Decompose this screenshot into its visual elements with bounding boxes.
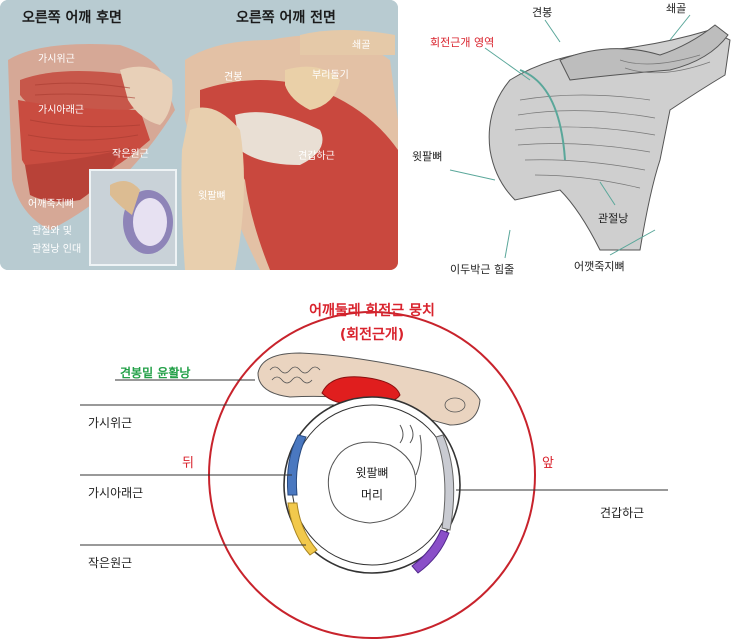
- label-humerus-front: 윗팔뼈: [198, 190, 226, 202]
- label-humeral-head-2: 머리: [361, 488, 383, 502]
- coracoid-shape: [285, 66, 340, 110]
- label-front: 앞: [542, 456, 554, 471]
- label-teres-minor: 작은원근: [88, 556, 132, 570]
- label-infraspinatus: 가시아래근: [88, 486, 143, 500]
- posterior-humeral-head-shape: [120, 66, 173, 125]
- subscapularis-grey-band: [435, 434, 455, 531]
- sketch-label-acromion: 견봉: [532, 6, 552, 19]
- sketch-label-clavicle: 쇄골: [666, 2, 686, 15]
- label-scapula-back: 어깨죽지뼈: [28, 198, 74, 210]
- shoulder-anatomy-illustration: 오른쪽 어깨 후면 오른쪽 어깨 전면 가시위근 가시아래근 작은원근 어깨죽지…: [0, 0, 398, 270]
- acromion-texture: [269, 366, 466, 413]
- label-coracoid: 부리돌기: [312, 69, 349, 81]
- label-joint-capsule-1: 관절와 및: [32, 224, 72, 237]
- shoulder-sketch-drawing: [449, 14, 731, 259]
- label-humeral-head-1: 윗팔뼈: [355, 465, 388, 480]
- subscapularis-band: [411, 529, 450, 574]
- supraspinatus-muscle-shape: [20, 71, 150, 116]
- sketch-label-biceps-tendon: 이두박근 힘줄: [450, 263, 514, 276]
- cross-section-labels-layer: 어깨둘레 회전근 뭉치 (회전근개) 견봉밑 윤활낭 가시위근 가시아래근 작은…: [88, 302, 644, 570]
- shoulder-sketch: 견봉 쇄골 회전근개 영역 윗팔뼈 관절낭 이두박근 힘줄 어깻죽지뼈: [410, 0, 738, 280]
- cross-leader-lines: [80, 379, 668, 546]
- rotator-cuff-region-line: [519, 69, 566, 161]
- label-supraspinatus: 가시위근: [38, 52, 75, 65]
- cross-title: 어깨둘레 회전근 뭉치: [309, 302, 435, 319]
- humeral-head-detail: [399, 424, 422, 476]
- sketch-label-joint-capsule: 관절낭: [598, 212, 628, 225]
- humeral-head-outer: [283, 396, 461, 574]
- label-acromion-front: 견봉: [224, 71, 242, 83]
- sketch-label-rotator-cuff: 회전근개 영역: [430, 36, 494, 49]
- teres-minor-band: [287, 502, 318, 556]
- infraspinatus-band: [287, 434, 307, 496]
- label-subscapularis-front: 견갑하근: [298, 149, 335, 162]
- anatomy-labels-layer: 오른쪽 어깨 후면 오른쪽 어깨 전면 가시위근 가시아래근 작은원근 어깨죽지…: [22, 9, 370, 255]
- sketch-label-humerus: 윗팔뼈: [412, 150, 442, 163]
- label-infraspinatus: 가시아래근: [38, 104, 84, 116]
- label-back: 뒤: [182, 456, 194, 471]
- sketch-labels-layer: 견봉 쇄골 회전근개 영역 윗팔뼈 관절낭 이두박근 힘줄 어깻죽지뼈: [412, 2, 686, 276]
- teres-minor-muscle-shape: [25, 150, 120, 202]
- cross-section-drawing: [80, 311, 668, 639]
- humeral-head-contour: [327, 441, 417, 524]
- label-subscapularis: 견갑하근: [600, 506, 644, 520]
- glenoid-cavity-shape: [133, 198, 167, 246]
- label-joint-capsule-2: 관절낭 인대: [32, 242, 81, 255]
- sketch-hatching: [514, 54, 711, 189]
- label-bursa: 견봉밑 윤활낭: [120, 365, 190, 380]
- sketch-clavicle-shape: [559, 24, 729, 81]
- muscle-fibres: [27, 82, 141, 155]
- sketch-leader-lines: [449, 14, 691, 259]
- sketch-label-scapula: 어깻죽지뼈: [574, 260, 625, 273]
- anterior-tendon-shape: [235, 112, 323, 165]
- label-teres-minor: 작은원근: [112, 148, 149, 160]
- inset-bone-shape: [110, 181, 140, 215]
- shoulder-anatomy-drawing: [0, 0, 398, 270]
- anterior-humerus-shape: [181, 107, 244, 270]
- clavicle-shape: [300, 30, 395, 55]
- heading-back: 오른쪽 어깨 후면: [22, 9, 122, 26]
- label-clavicle-front: 쇄골: [352, 39, 370, 51]
- cross-subtitle: (회전근개): [340, 326, 404, 343]
- heading-front: 오른쪽 어깨 전면: [236, 9, 336, 26]
- label-supraspinatus: 가시위근: [88, 416, 132, 430]
- rotator-cuff-cross-section: 어깨둘레 회전근 뭉치 (회전근개) 견봉밑 윤활낭 가시위근 가시아래근 작은…: [0, 285, 738, 640]
